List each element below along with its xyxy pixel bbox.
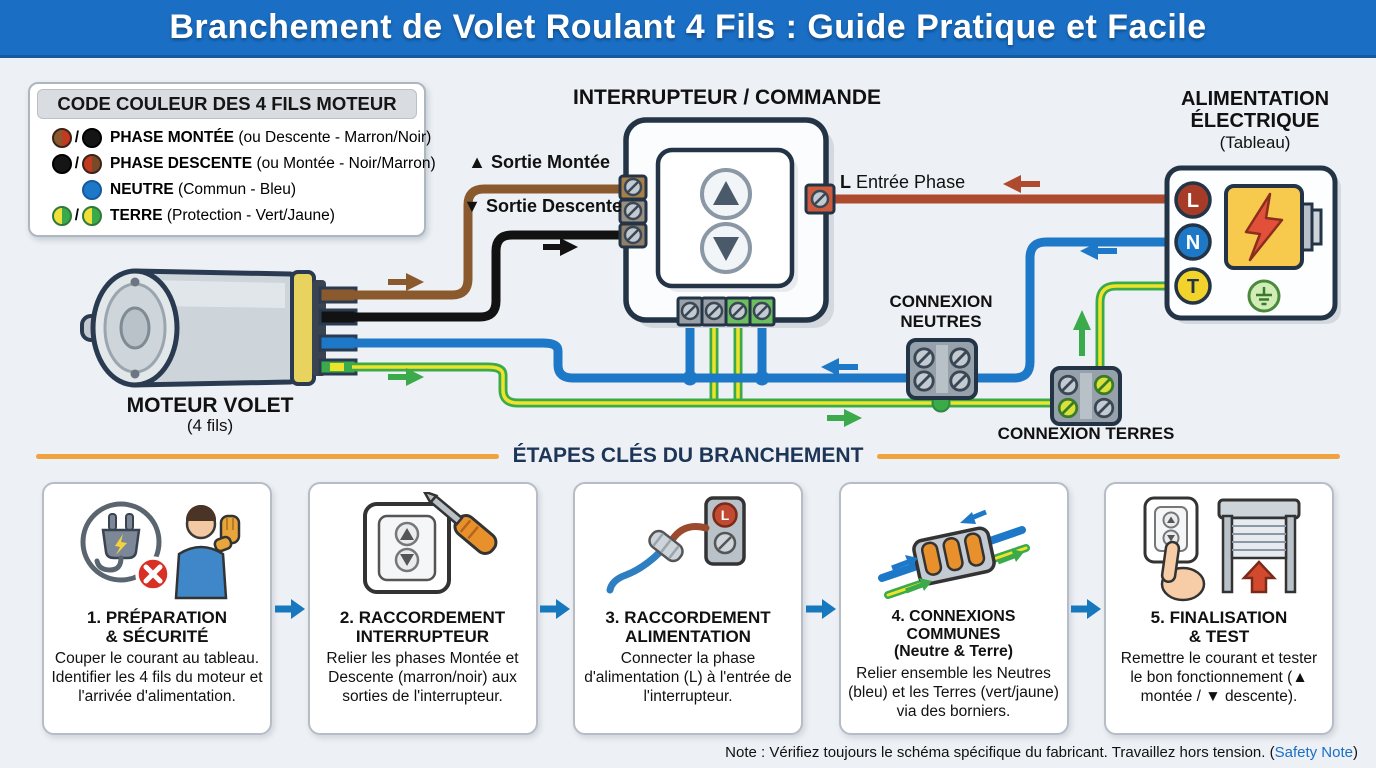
switch-illustration xyxy=(623,117,834,328)
earth-wire-drops xyxy=(709,320,743,404)
earth-connection-label: CONNEXION TERRES xyxy=(997,424,1175,443)
brown-red-wire-dot xyxy=(51,128,72,148)
step-title: 4. CONNEXIONS COMMUNES(Neutre & Terre) xyxy=(891,608,1016,661)
wago-connector-icon xyxy=(877,509,1030,599)
supply-title: ALIMENTATION ÉLECTRIQUE (Tableau) xyxy=(1152,88,1358,152)
switch-phase-terminal xyxy=(804,183,836,215)
switch-title: INTERRUPTEUR / COMMANDE xyxy=(573,86,881,109)
step-body: Relier les phases Montée et Descente (ma… xyxy=(326,650,519,705)
steps-row: 1. PRÉPARATION& SÉCURITÉ Couper le coura… xyxy=(0,470,1376,745)
legend-row-neutral: NEUTRE (Commun - Bleu) xyxy=(38,177,414,203)
legend-row-phase-down: / PHASE DESCENTE (ou Montée - Noir/Marro… xyxy=(38,151,436,177)
black-wire-dot xyxy=(51,154,72,174)
right-arrow-icon xyxy=(805,598,836,619)
red-brown-wire-dot xyxy=(82,154,102,174)
step-arrow xyxy=(805,482,836,735)
step-body: Connecter la phase d'alimentation (L) à … xyxy=(584,650,792,705)
neutral-wires xyxy=(352,237,1180,386)
supply-subtitle: (Tableau) xyxy=(1219,132,1291,152)
legend-row-earth: / TERRE (Protection - Vert/Jaune) xyxy=(38,203,414,229)
step-arrow xyxy=(1071,482,1102,735)
icon-terminal-letter: L xyxy=(721,507,730,523)
phase-down-wire xyxy=(352,230,626,322)
motor-label: MOTEUR VOLET (4 fils) xyxy=(126,394,294,436)
right-arrow-icon xyxy=(274,598,305,619)
divider-line xyxy=(36,453,499,459)
legend-row-phase-up: / PHASE MONTÉE (ou Descente - Marron/Noi… xyxy=(38,125,431,151)
step-title: 1. PRÉPARATION& SÉCURITÉ xyxy=(86,608,228,647)
step-body: Remettre le courant et tester le bon fon… xyxy=(1120,650,1318,705)
neutral-connection-label: CONNEXION NEUTRES xyxy=(889,292,993,332)
black-wire-dot xyxy=(82,128,102,148)
step-title: 5. FINALISATION& TEST xyxy=(1150,608,1288,647)
right-arrow-icon xyxy=(1071,598,1102,619)
page-title: Branchement de Volet Roulant 4 Fils : Gu… xyxy=(169,8,1207,46)
title-bar: Branchement de Volet Roulant 4 Fils : Gu… xyxy=(0,0,1376,58)
output-down-label: ▼ Sortie Descente xyxy=(463,196,622,216)
green-yellow-wire-dot xyxy=(82,206,102,226)
terminal-N-label: N xyxy=(1186,232,1200,254)
switch-left-terminals xyxy=(618,174,648,249)
neutral-connector-block xyxy=(906,338,978,400)
footnote-text: Note : Vérifiez toujours le schéma spéci… xyxy=(725,744,1270,761)
phase-up-wire xyxy=(352,184,626,300)
footnote: Note : Vérifiez toujours le schéma spéci… xyxy=(725,744,1358,761)
switch-bottom-terminals xyxy=(676,296,776,327)
wiring-diagram: L N T xyxy=(80,117,1341,427)
flow-arrows xyxy=(388,175,1117,427)
blue-wire-dot xyxy=(82,180,102,200)
terminal-T-label: T xyxy=(1187,276,1199,298)
step-card-4: 4. CONNEXIONS COMMUNES(Neutre & Terre) R… xyxy=(838,482,1069,735)
test-shutter-icon xyxy=(1143,496,1301,602)
step-body: Couper le courant au tableau. Identifier… xyxy=(51,650,263,705)
earth-connector-block xyxy=(1050,366,1122,426)
wiring-diagram-section: L N T CODE COULEUR DES 4 FILS MOTEUR xyxy=(0,58,1376,470)
steps-section-title: ÉTAPES CLÉS DU BRANCHEMENT xyxy=(512,444,864,467)
switch-wiring-icon xyxy=(362,492,497,594)
step-card-1: 1. PRÉPARATION& SÉCURITÉ Couper le coura… xyxy=(42,482,272,735)
step-arrow xyxy=(274,482,305,735)
step-card-5: 5. FINALISATION& TEST Remettre le couran… xyxy=(1104,482,1334,735)
legend-title: CODE COULEUR DES 4 FILS MOTEUR xyxy=(37,89,417,119)
step-body: Relier ensemble les Neutres (bleu) et le… xyxy=(848,665,1059,720)
motor-illustration xyxy=(80,268,358,388)
supply-panel-illustration: L N T xyxy=(1164,165,1341,324)
step-arrow xyxy=(540,482,571,735)
divider-line xyxy=(877,453,1341,459)
right-arrow-icon xyxy=(540,598,571,619)
green-yellow-wire-dot xyxy=(51,206,72,226)
power-connection-icon: L xyxy=(606,496,746,594)
output-up-label: ▲ Sortie Montée xyxy=(468,152,610,172)
phase-input-label: L Entrée Phase xyxy=(840,172,966,192)
steps-divider: ÉTAPES CLÉS DU BRANCHEMENT xyxy=(36,444,1341,468)
earth-wires xyxy=(352,281,1180,413)
color-code-legend: CODE COULEUR DES 4 FILS MOTEUR / PHASE M… xyxy=(28,82,436,237)
terminal-L-label: L xyxy=(1187,190,1199,212)
safety-note-link[interactable]: Safety Note xyxy=(1274,744,1353,761)
safety-preparation-icon xyxy=(80,501,241,600)
